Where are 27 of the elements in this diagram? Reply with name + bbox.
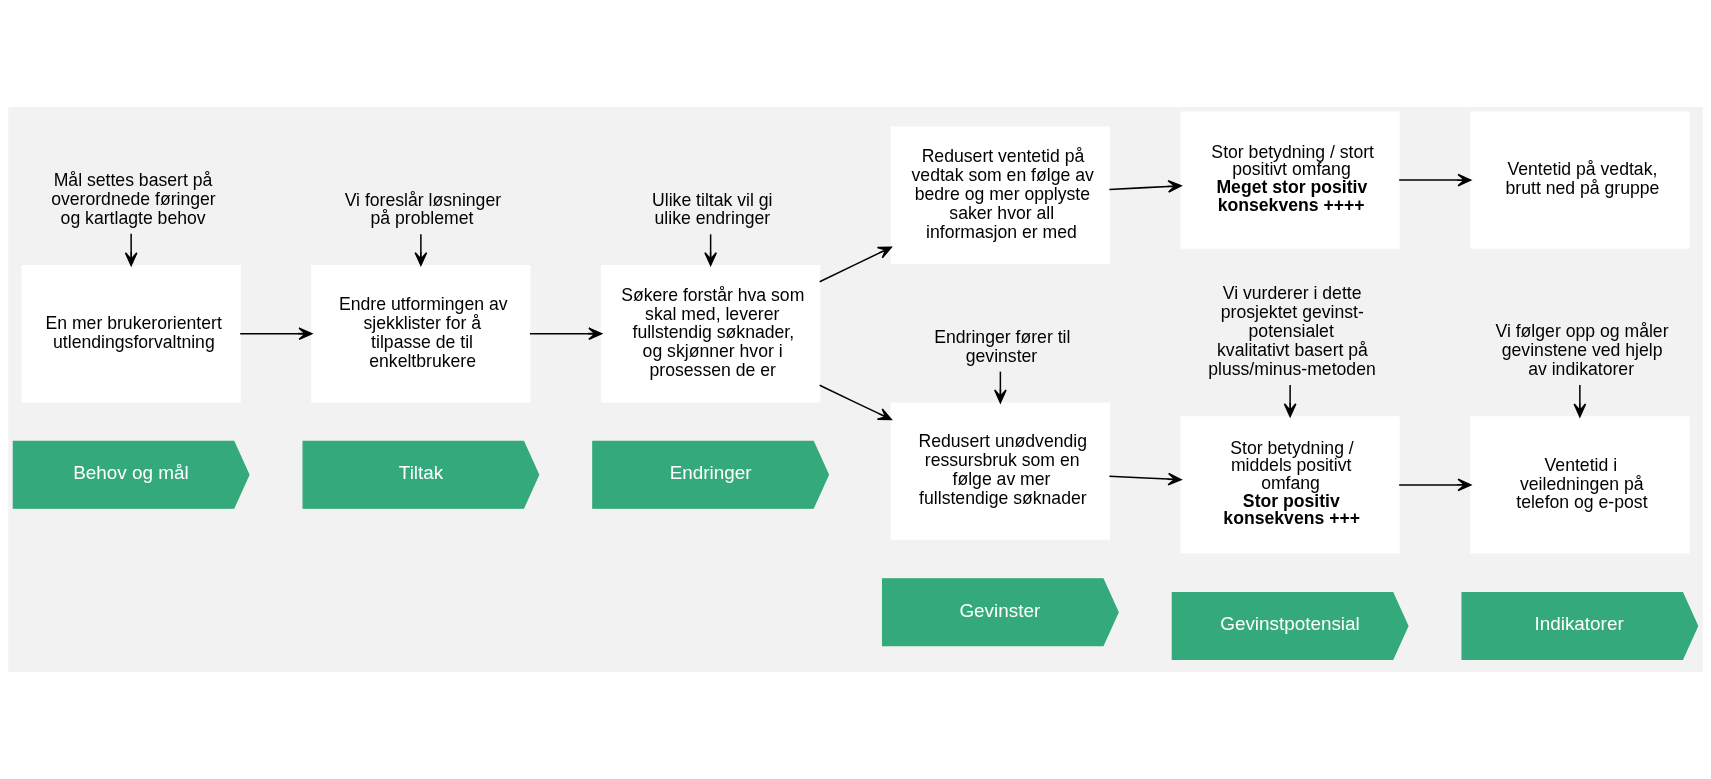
node-box: Stor betydning / middels positivt omfang Stor positiv konsekvens +++: [1180, 416, 1400, 554]
node-box: Endre utformingen av sjekklister for å tilpasse de til enkeltbrukere: [311, 265, 531, 403]
node-text: Vi foreslår løsninger på problemet: [344, 189, 502, 229]
node-text: Vi følger opp og måler gevinstene ved hjelp av indikatorer: [1495, 321, 1669, 379]
arrow: [414, 233, 428, 267]
arrow: [1398, 173, 1472, 187]
arrow: [529, 327, 603, 341]
arrow: [1398, 478, 1472, 492]
node-box: Ventetid i veiledningen på telefon og e-post: [1470, 416, 1690, 554]
arrow: [124, 233, 138, 267]
node-text: Mål settes basert på overordnede føringer og kartlagte behov: [51, 169, 216, 228]
node-text: Ulike tiltak vil gi ulike endringer: [652, 189, 773, 229]
node-text: Vi vurderer i dette prosjektet gevinst-potensialet kvalitativt basert på pluss/minus-metoden: [1208, 283, 1376, 379]
arrow: [239, 327, 313, 341]
arrow: [1108, 180, 1182, 193]
node-text: Endringer fører til gevinster: [934, 326, 1071, 366]
node-box: Ventetid på vedtak, brutt ned på gruppe: [1470, 111, 1690, 249]
node-box: En mer brukerorientert utlendingsforvaltning: [21, 265, 241, 403]
arrow: [1283, 384, 1297, 418]
arrow: [818, 384, 892, 421]
node-box: Søkere forstår hva som skal med, leverer fullstendig søknader, og skjønner hvor i prosessen de er: [601, 265, 821, 403]
node-box: Stor betydning / stort positivt omfang Meget stor positiv konsekvens ++++: [1180, 111, 1400, 249]
arrow: [1108, 472, 1182, 486]
arrow: [1573, 384, 1587, 418]
node-box: Redusert ventetid på vedtak som en følge av bedre og mer opplyste saker hvor all informasjon er med: [890, 126, 1110, 264]
node-box: Redusert unødvendig ressursbruk som en følge av mer fullstendige søknader: [890, 402, 1110, 540]
arrow: [818, 246, 892, 283]
